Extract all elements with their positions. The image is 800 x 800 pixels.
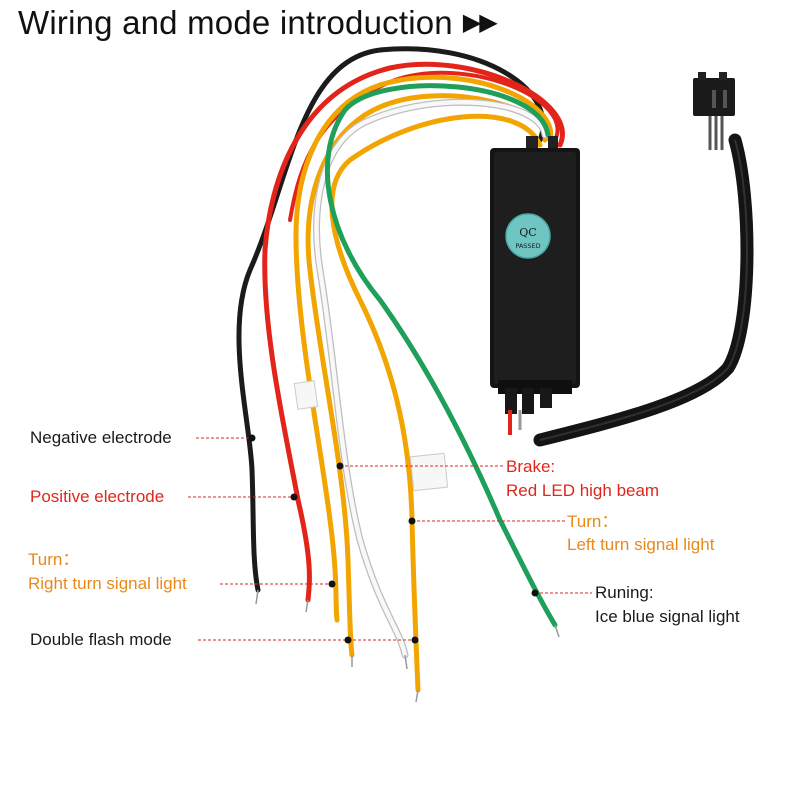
wire-bundle: [236, 46, 565, 693]
dot-right-turn: [328, 580, 336, 588]
green-wire: [324, 83, 558, 628]
dot-brake: [336, 462, 344, 470]
control-box: [490, 136, 580, 435]
qc-text: QC: [519, 226, 536, 239]
qc-passed-sticker: QC PASSED: [505, 213, 551, 259]
leader-lines: [188, 437, 592, 641]
plug-connector: [693, 72, 735, 116]
label-turn-left-desc: Left turn signal light: [567, 535, 715, 554]
connector-cable: [533, 112, 754, 447]
dot-positive: [290, 493, 298, 501]
qc-passed-text: PASSED: [515, 242, 540, 250]
wire-tips: [255, 589, 560, 703]
orange-wire-right-turn: [293, 74, 554, 623]
dot-double-flash-b: [411, 636, 419, 644]
label-turn-right-desc: Right turn signal light: [28, 574, 187, 593]
label-double-flash: Double flash mode: [30, 630, 172, 649]
label-turn-left-title: Turn：: [567, 512, 619, 531]
label-brake-title: Brake:: [506, 457, 556, 476]
dot-running: [531, 589, 539, 597]
dot-double-flash-a: [344, 636, 352, 644]
dot-negative: [248, 434, 256, 442]
label-positive-electrode: Positive electrode: [30, 487, 165, 506]
page-title: Wiring and mode introduction ▶▶: [18, 4, 498, 42]
marker-dots: [248, 434, 539, 644]
label-turn-right-title: Turn：: [28, 550, 80, 569]
label-negative-electrode: Negative electrode: [30, 428, 172, 447]
label-running-desc: Ice blue signal light: [595, 607, 740, 626]
orange-wire-left-turn: [329, 113, 543, 693]
title-text: Wiring and mode introduction: [18, 4, 453, 41]
wire-tags: [293, 380, 449, 492]
label-running-title: Runing:: [595, 583, 654, 602]
orange-wire-double-flash: [305, 93, 549, 658]
dot-left-turn: [408, 517, 416, 525]
double-arrow-icon: ▶▶: [462, 9, 498, 36]
red-wire: [262, 61, 565, 603]
label-brake-desc: Red LED high beam: [506, 481, 660, 500]
